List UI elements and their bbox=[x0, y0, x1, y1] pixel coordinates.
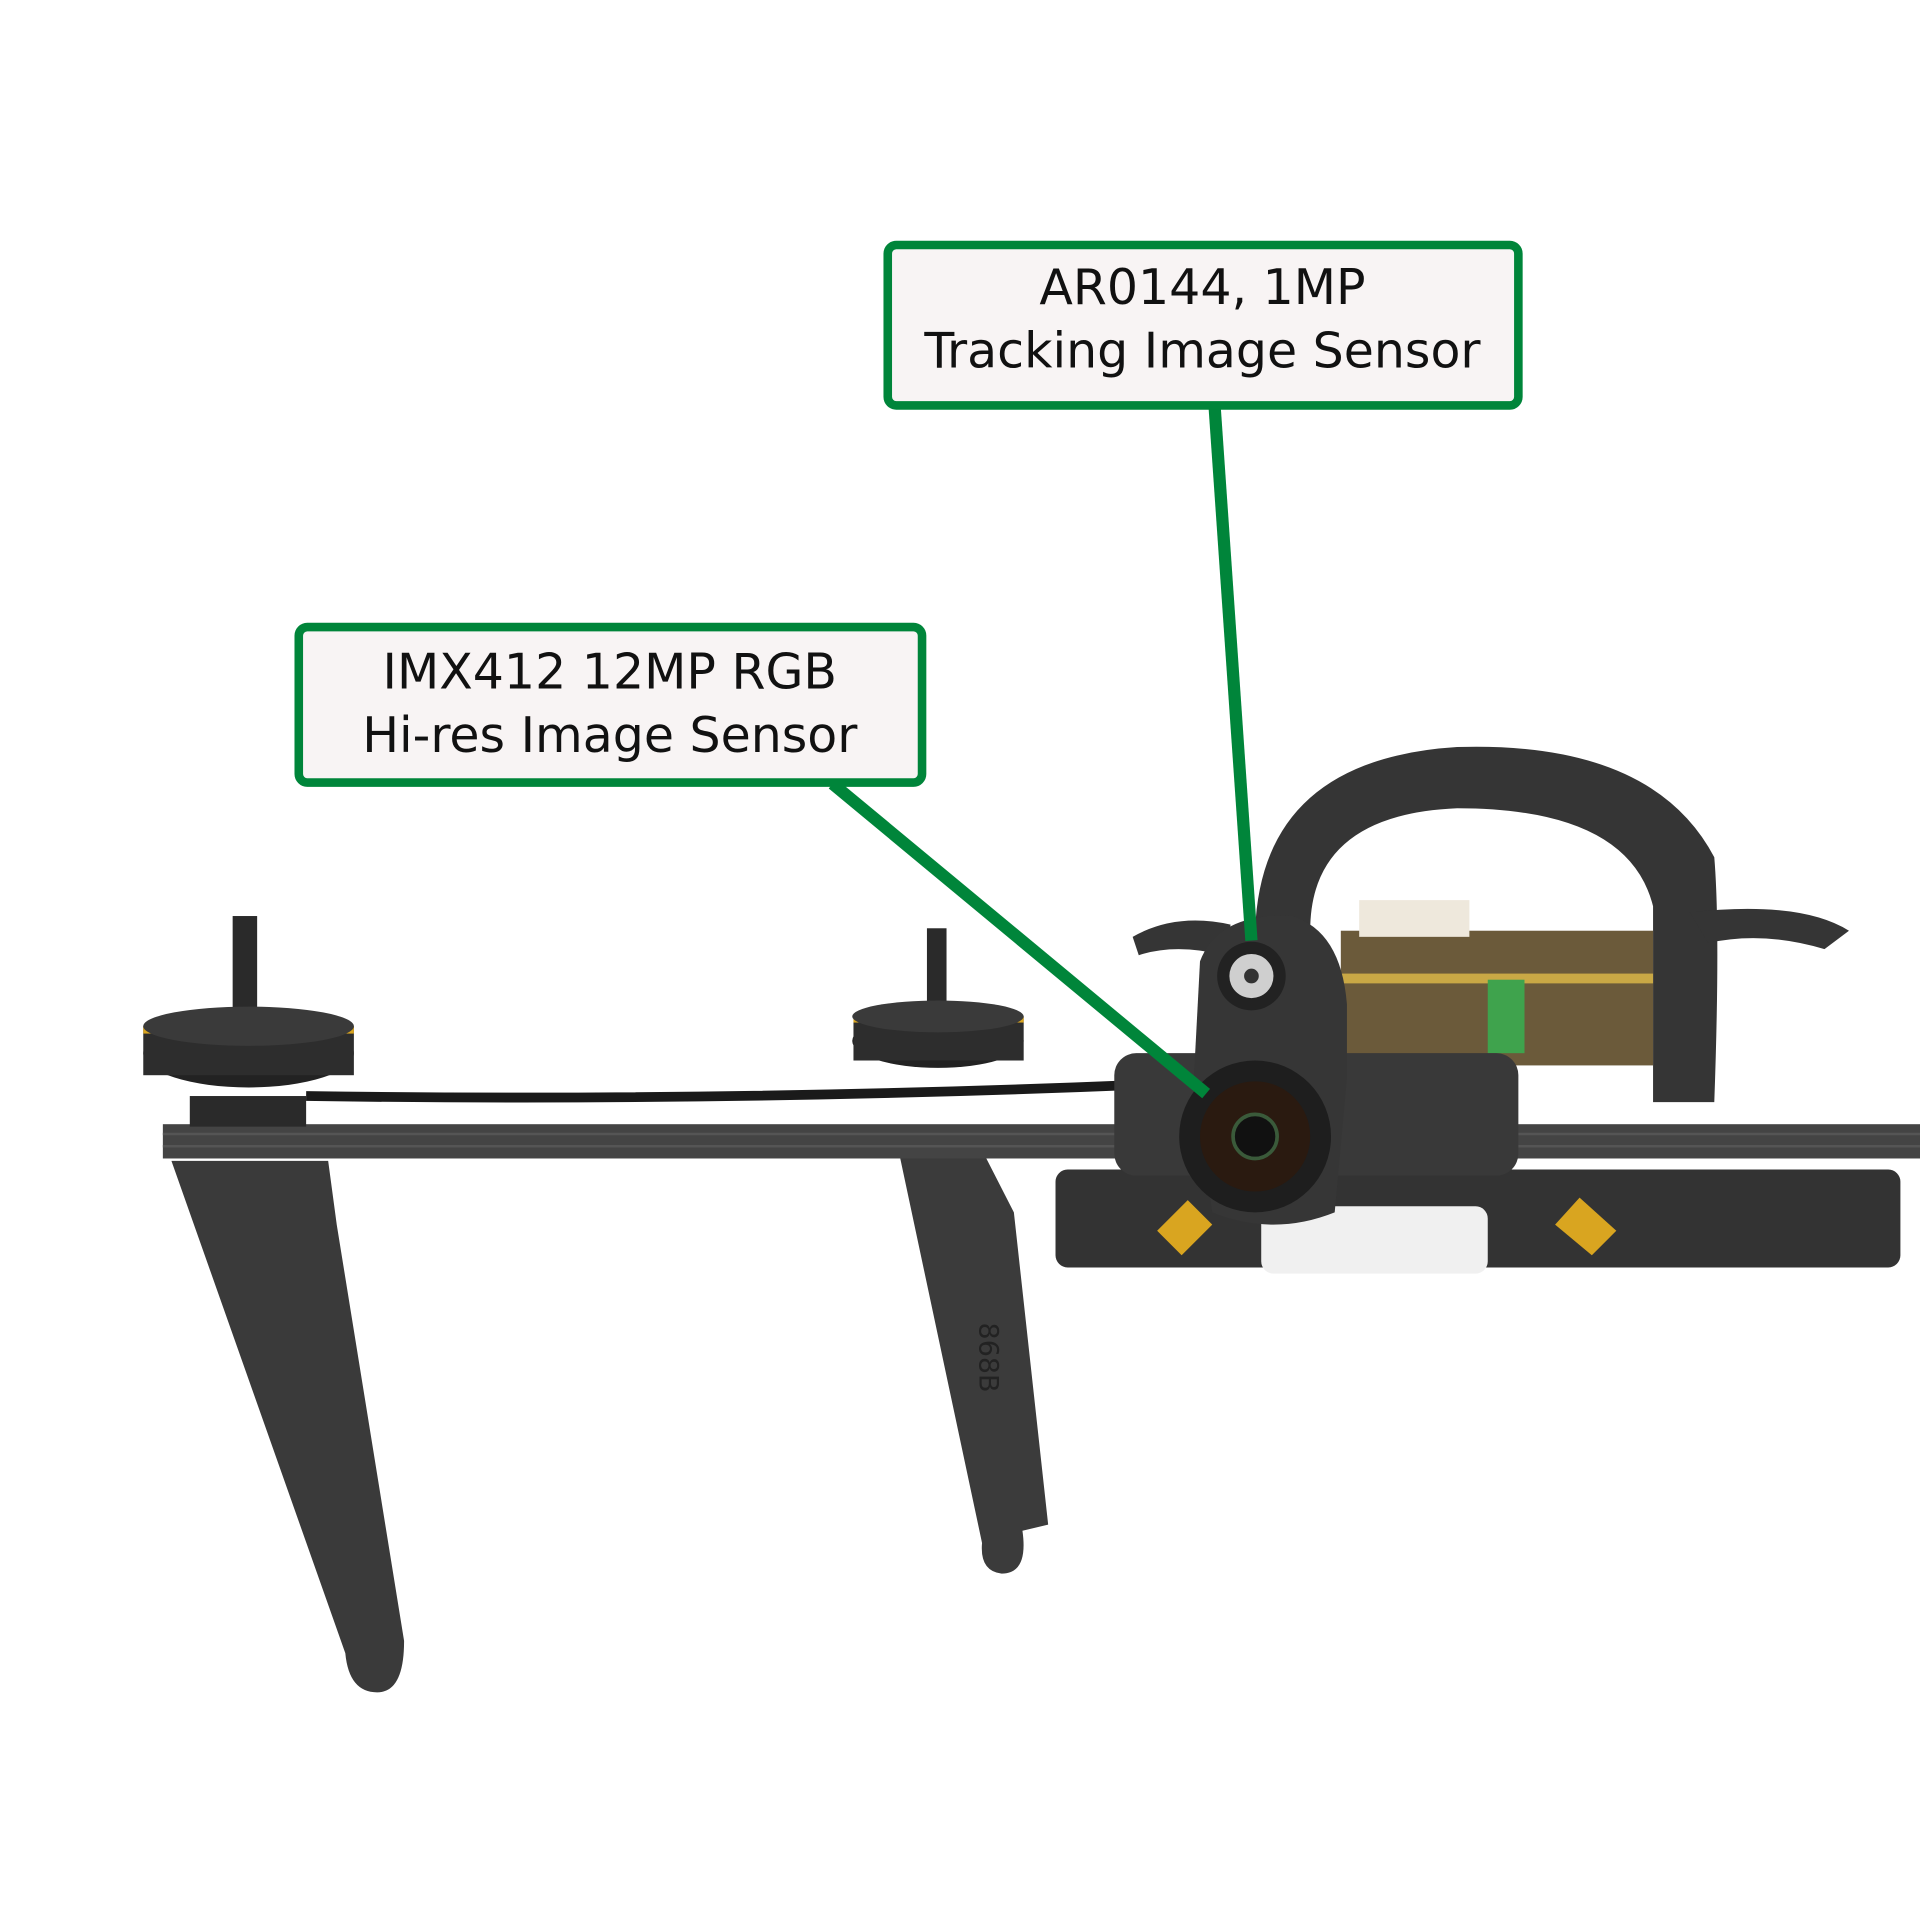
callout-leader-hires bbox=[828, 779, 1211, 1099]
callout-hires-sensor: IMX412 12MP RGB Hi-res Image Sensor bbox=[294, 622, 927, 787]
landing-leg-middle bbox=[900, 1157, 1049, 1574]
motor-middle bbox=[852, 928, 1024, 1068]
callout-tracking-line2: Tracking Image Sensor bbox=[923, 322, 1481, 379]
drone-photo: 868B bbox=[143, 746, 1920, 1693]
leg-marking: 868B bbox=[973, 1323, 1004, 1393]
callout-tracking-sensor: AR0144, 1MP Tracking Image Sensor bbox=[883, 240, 1523, 410]
callout-leader-tracking bbox=[1208, 407, 1258, 941]
callout-hires-line1: IMX412 12MP RGB bbox=[383, 643, 838, 700]
top-cage bbox=[1255, 746, 1718, 1103]
callout-hires-line2: Hi-res Image Sensor bbox=[362, 707, 858, 764]
landing-leg-left bbox=[171, 1160, 405, 1693]
callout-tracking-line1: AR0144, 1MP bbox=[1039, 259, 1365, 316]
motor-left bbox=[143, 916, 354, 1127]
frame-arm bbox=[162, 1124, 1920, 1159]
